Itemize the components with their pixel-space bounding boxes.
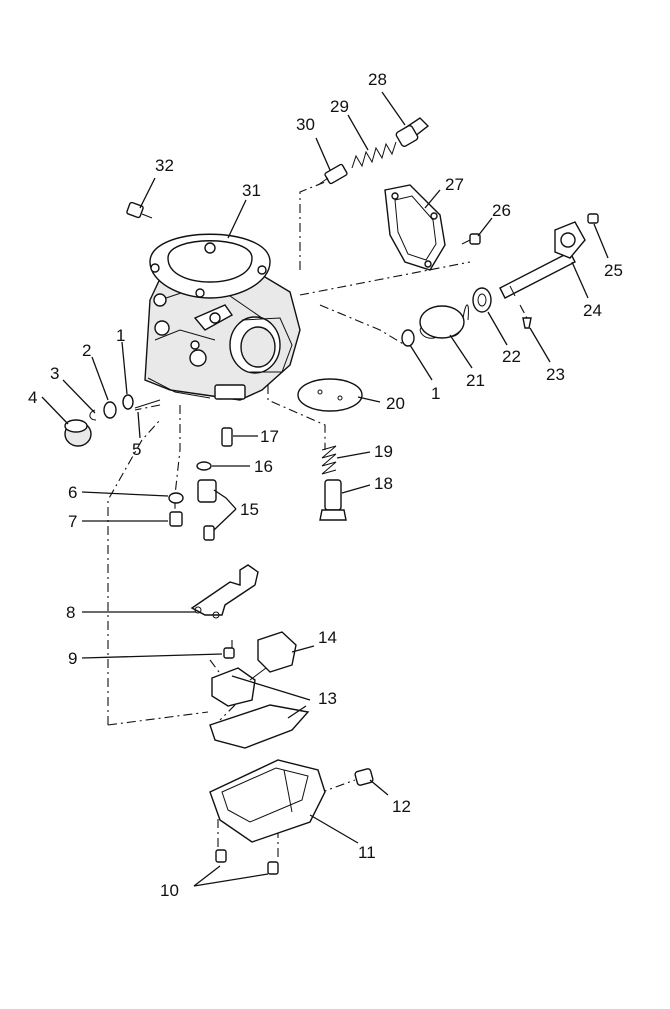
part-22-bushing: [472, 287, 492, 313]
callout-26: 26: [492, 201, 511, 220]
callout-16: 16: [254, 457, 273, 476]
callout-20: 20: [386, 394, 405, 413]
top-cover: [149, 233, 271, 299]
callout-8: 8: [66, 603, 75, 622]
leader-lines: [41, 91, 609, 887]
callout-14: 14: [318, 628, 337, 647]
part-21-spring: [419, 304, 469, 339]
callout-6: 6: [68, 483, 77, 502]
callout-32: 32: [155, 156, 174, 175]
callout-30: 30: [296, 115, 315, 134]
callout-4: 4: [28, 388, 37, 407]
part-20-plate: [297, 378, 363, 412]
part-29-spring: [351, 141, 397, 169]
callout-19: 19: [374, 442, 393, 461]
part-15-jet: [197, 479, 217, 541]
callout-21: 21: [466, 371, 485, 390]
part-26-screw: [461, 233, 481, 245]
part-16-oring: [196, 461, 212, 471]
part-30-needle: [317, 163, 348, 186]
callout-13: 13: [318, 689, 337, 708]
callout-3: 3: [50, 364, 59, 383]
callout-31: 31: [242, 181, 261, 200]
part-12-drain-screw: [354, 768, 374, 786]
callout-12: 12: [392, 797, 411, 816]
callout-28: 28: [368, 70, 387, 89]
callout-29: 29: [330, 97, 349, 116]
part-14-float: [211, 631, 297, 707]
inlet-bore: [229, 316, 293, 374]
callout-17: 17: [260, 427, 279, 446]
part-13-gasket: [209, 704, 310, 749]
part-28-fitting: [395, 117, 430, 148]
part-5-pin: [134, 399, 161, 409]
part-7-plug: [169, 511, 183, 527]
part-4-cap: [64, 419, 92, 447]
callout-1-left: 1: [116, 326, 125, 345]
callout-18: 18: [374, 474, 393, 493]
callout-5: 5: [132, 440, 141, 459]
callout-15: 15: [240, 500, 259, 519]
part-24-throttle-shaft: [499, 221, 586, 299]
callout-1-upper: 1: [431, 384, 440, 403]
part-18-screw: [319, 479, 347, 521]
callout-27: 27: [445, 175, 464, 194]
callout-10: 10: [160, 881, 179, 900]
part-11-float-bowl: [209, 759, 326, 843]
part-9-screw: [223, 647, 235, 659]
callout-labels: 32 31 30 29 28 27 26 25 24 23 22 21 1 20…: [28, 70, 623, 900]
callout-2: 2: [82, 341, 91, 360]
callout-23: 23: [546, 365, 565, 384]
part-1-washer-upper: [401, 329, 415, 347]
callout-7: 7: [68, 512, 77, 531]
callout-9: 9: [68, 649, 77, 668]
part-27-gasket: [384, 184, 446, 271]
part-32-screw: [126, 201, 153, 219]
callout-25: 25: [604, 261, 623, 280]
callout-24: 24: [583, 301, 602, 320]
part-17-jet: [221, 427, 233, 447]
part-25-screw: [587, 213, 599, 224]
callout-22: 22: [502, 347, 521, 366]
part-6-washer: [168, 492, 184, 504]
part-19-spring: [321, 445, 337, 475]
part-1-washer-left: [122, 394, 134, 410]
part-2-washer: [103, 401, 117, 419]
part-23-screw: [522, 317, 532, 329]
callout-11: 11: [358, 843, 376, 862]
part-8-bracket: [190, 564, 259, 619]
part-10-screws: [215, 849, 279, 875]
